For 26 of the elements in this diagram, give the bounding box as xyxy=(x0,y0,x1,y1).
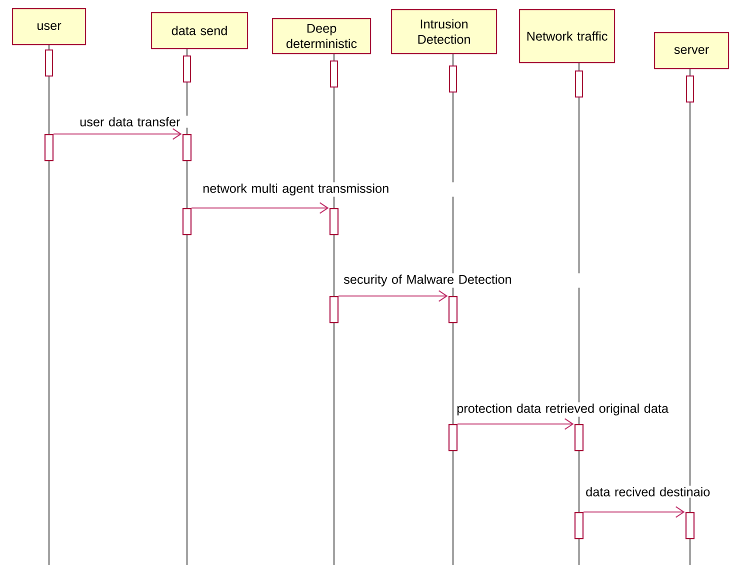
lifeline-head: server xyxy=(654,32,730,70)
edge-label: user data transfer xyxy=(80,117,180,126)
edge-label: protection data retrieved original data xyxy=(457,404,668,416)
activation-bar xyxy=(574,512,584,540)
arrow xyxy=(338,290,448,302)
arrow xyxy=(458,418,574,430)
lifeline-head: Deep deterministic xyxy=(272,18,372,54)
activation-bar xyxy=(685,512,695,540)
activation-bar xyxy=(44,134,54,162)
activation-bar xyxy=(329,208,339,236)
arrow xyxy=(54,128,182,140)
edge-label: security of Malware Detection xyxy=(344,274,511,286)
arrow xyxy=(192,202,329,214)
activation-bar xyxy=(182,134,192,162)
lifeline-head: Intrusion Detection xyxy=(391,9,498,54)
activation-bar xyxy=(448,424,458,452)
lifeline-head: Network traffic xyxy=(519,9,616,64)
activation-bar xyxy=(448,296,458,324)
arrow xyxy=(584,506,685,518)
lifeline-head: data send xyxy=(151,12,248,50)
edge-label: data recived destinaio xyxy=(586,487,710,496)
activation-bar xyxy=(329,296,339,324)
edge-label: network multi agent transmission xyxy=(203,184,388,196)
lifeline-head: user xyxy=(12,8,86,46)
activation-bar xyxy=(574,424,584,452)
activation-bar xyxy=(182,208,192,236)
